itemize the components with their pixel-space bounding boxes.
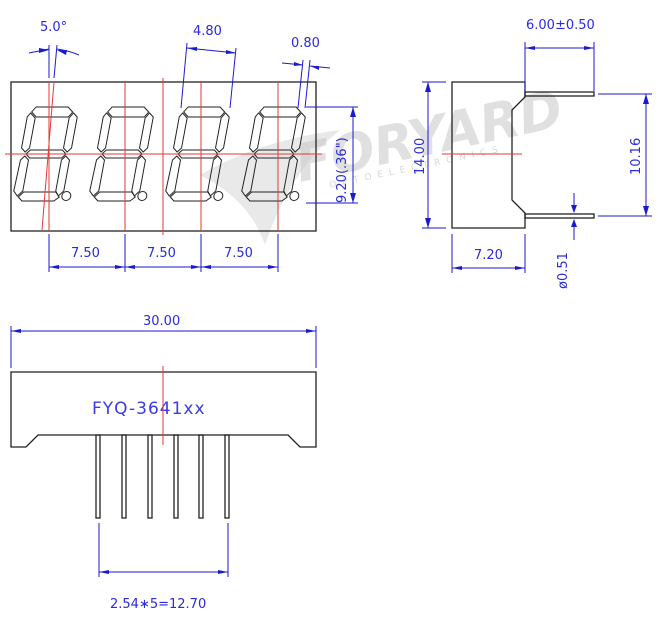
pin [121, 434, 127, 519]
pin-length-arrow-right [584, 46, 594, 50]
dim-slant-angle: 5.0° [40, 20, 67, 35]
watermark-logo-swoosh [200, 130, 340, 245]
pin-length-arrow-left [525, 46, 535, 50]
pin-dia-arrow-top [571, 205, 577, 213]
front-view: 5.0° 4.80 0.80 9.20(.36") [5, 20, 358, 272]
angle-arrow-right [57, 50, 67, 55]
row-spacing-arrow-top [643, 94, 649, 104]
height-arrow-bottom [425, 218, 431, 228]
row-spacing-arrow-bottom [643, 206, 649, 216]
gap-ext-1 [297, 59, 304, 109]
seg-width-ext-2 [229, 47, 237, 109]
pin [95, 434, 101, 519]
pitch-arrow [268, 265, 278, 269]
dim-pin-length: 6.00±0.50 [526, 18, 595, 33]
angle-ext-2 [53, 44, 58, 79]
pin [224, 434, 230, 519]
pin-span-arrow-right [218, 570, 228, 574]
pin-span-arrow-left [99, 570, 109, 574]
pins [95, 434, 230, 519]
watermark-brand: FORYARD [290, 80, 568, 195]
dim-depth: 7.20 [474, 248, 503, 263]
pin-dia-arrow-bottom [571, 219, 577, 227]
dim-row-spacing: 10.16 [629, 138, 644, 175]
dim-pitch-3: 7.50 [224, 246, 253, 261]
width-arrow-right [306, 329, 316, 333]
height-arrow-top [425, 82, 431, 92]
side-pin-bottom [524, 213, 595, 219]
watermark: FORYARD OPTOELECTRONICS [200, 80, 568, 245]
width-arrow-left [11, 329, 21, 333]
pin [147, 434, 153, 519]
side-view: 6.00±0.50 14.00 10.16 7.20 ø0.51 [413, 18, 652, 289]
angle-arrow-left [39, 48, 49, 53]
slant-centerline [41, 81, 55, 231]
dim-body-height: 14.00 [413, 138, 428, 175]
dim-pitch-2: 7.50 [147, 246, 176, 261]
pin [198, 434, 204, 519]
seg-width-ext-1 [180, 42, 188, 109]
pitch-arrow [49, 265, 59, 269]
dim-digit-height: 9.20(.36") [335, 137, 350, 203]
dim-overall-width: 30.00 [143, 314, 180, 329]
dim-pin-diameter: ø0.51 [556, 252, 571, 289]
side-pin-top [524, 91, 595, 97]
digit-height-arrow-top [350, 107, 356, 117]
dim-segment-gap: 0.80 [291, 36, 320, 51]
dim-pitch-1: 7.50 [71, 246, 100, 261]
pitch-arrow [191, 265, 201, 269]
pitch-arrow [125, 265, 135, 269]
gap-arrow-right [310, 66, 319, 70]
angle-arc [28, 48, 80, 56]
digit-height-arrow-bottom [350, 193, 356, 203]
pitch-arrow [201, 265, 211, 269]
gap-arrow-left [294, 62, 303, 66]
gap-ext-2 [304, 59, 311, 109]
seg-width-arrow-left [187, 47, 197, 51]
bottom-view: 30.00 FYQ-3641xx 2.54∗5=12.70 [10, 314, 317, 612]
dim-segment-width: 4.80 [193, 24, 222, 39]
pitch-arrow [115, 265, 125, 269]
depth-arrow-left [452, 266, 462, 270]
depth-arrow-right [515, 266, 525, 270]
bottom-body-outline [10, 371, 317, 448]
dim-pin-span: 2.54∗5=12.70 [110, 597, 206, 612]
pin [173, 434, 179, 519]
part-number-label: FYQ-3641xx [92, 399, 206, 419]
seg-width-arrow-right [226, 50, 236, 54]
